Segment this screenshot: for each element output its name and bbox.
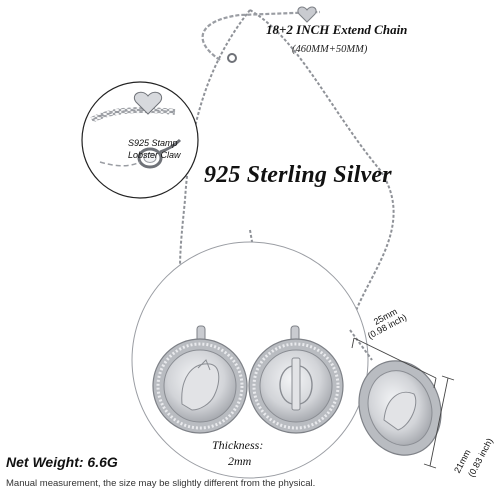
- mercury-dime-front-icon: [152, 338, 248, 434]
- stamp-label: S925 Stamp: [128, 138, 178, 148]
- extend-chain: [201, 10, 321, 61]
- mercury-dime-back-icon: [248, 338, 344, 434]
- width-dimension-line: [353, 337, 437, 379]
- lobster-claw-clasp-icon: [99, 138, 182, 169]
- heart-tag-icon: [134, 91, 162, 115]
- measurement-disclaimer: Manual measurement, the size may be slig…: [6, 478, 316, 489]
- material-heading: 925 Sterling Silver: [204, 162, 392, 188]
- height-dimension-line: [429, 377, 449, 467]
- thickness-value: 2mm: [228, 454, 252, 468]
- chain-length-mm: (460MM+50MM): [292, 44, 368, 55]
- chain-right-strand: [249, 9, 395, 331]
- chain-length-title: 18+2 INCH Extend Chain: [266, 22, 408, 37]
- pendant-angled-view-icon: [349, 329, 442, 456]
- net-weight: Net Weight: 6.6G: [6, 454, 118, 470]
- thickness-label: Thickness:: [212, 438, 264, 452]
- heart-tag-icon: [297, 6, 317, 23]
- clasp-label: Lobster Claw: [128, 150, 181, 160]
